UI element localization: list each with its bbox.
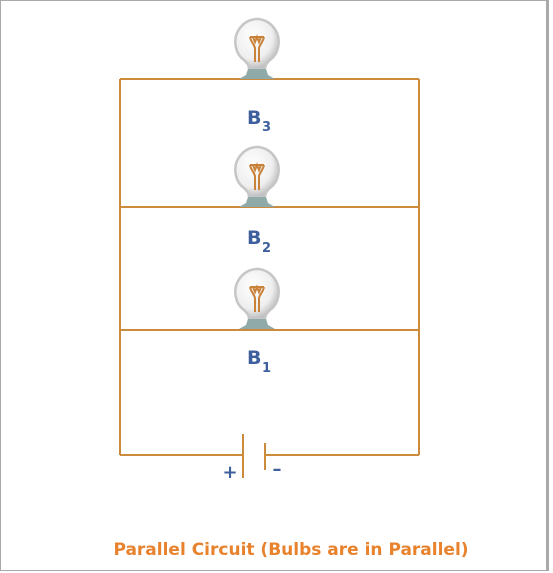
bulb-subscript: 1 bbox=[262, 361, 271, 376]
bulb-b1: B 1 bbox=[234, 267, 280, 376]
bulb-label: B bbox=[247, 227, 261, 249]
lightbulb-icon bbox=[234, 267, 280, 331]
bulb-label: B bbox=[247, 347, 261, 369]
diagram-caption: Parallel Circuit (Bulbs are in Parallel) bbox=[113, 540, 468, 560]
bulb-subscript: 2 bbox=[262, 241, 271, 256]
battery-negative-sign: – bbox=[273, 459, 282, 480]
lightbulb-icon bbox=[234, 17, 280, 81]
bulb-subscript: 3 bbox=[262, 120, 271, 135]
bulb-label: B bbox=[247, 107, 261, 129]
battery bbox=[242, 434, 266, 478]
bulb-b3: B 3 bbox=[234, 17, 280, 135]
bulb-b2: B 2 bbox=[234, 145, 280, 256]
circuit-wires bbox=[119, 78, 420, 456]
battery-positive-sign: + bbox=[222, 462, 237, 483]
lightbulb-icon bbox=[234, 145, 280, 209]
